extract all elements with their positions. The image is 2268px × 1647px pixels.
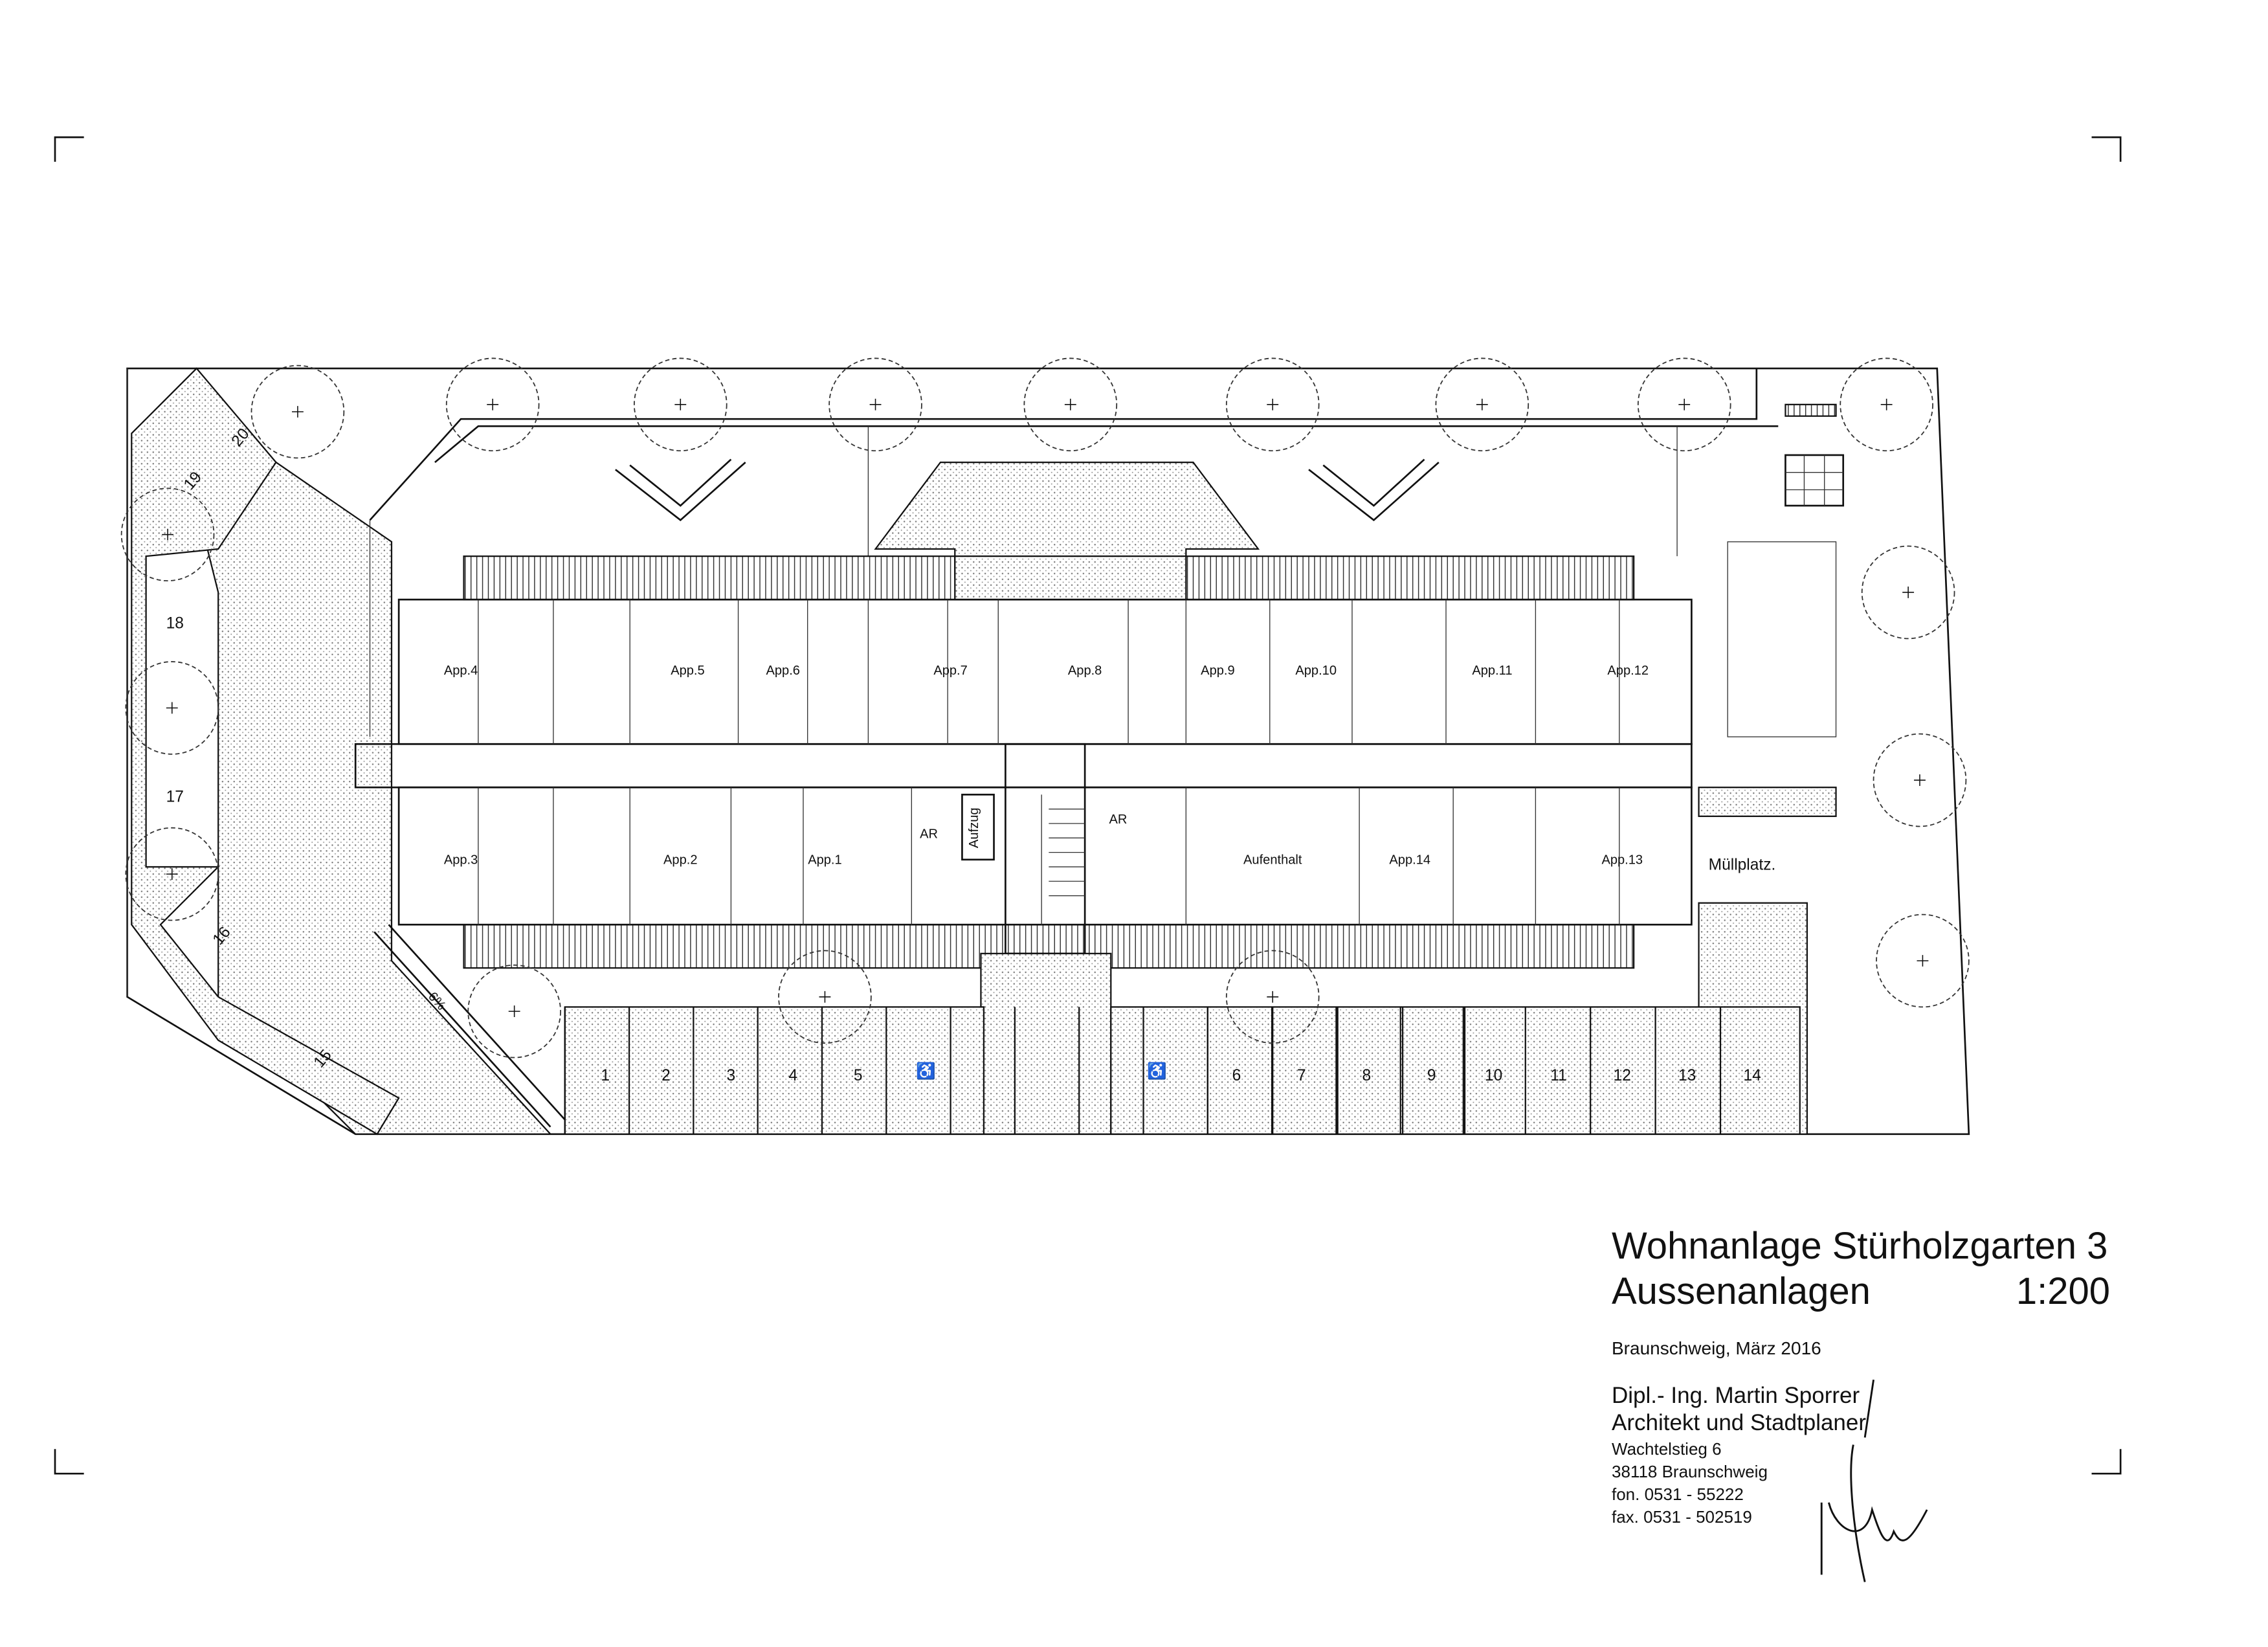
entrance-path-bottom: [980, 952, 1112, 1135]
fax: fax. 0531 - 502519: [1612, 1507, 1752, 1527]
drawing-scale: 1:200: [2016, 1270, 2110, 1312]
room-label: App.12: [1607, 664, 1649, 678]
parking-space-18: 18: [166, 615, 184, 633]
tree-icon: [1873, 733, 1967, 827]
room-label: Müllplatz.: [1709, 856, 1776, 873]
tree-icon: [125, 661, 219, 755]
tree-icon: [828, 357, 922, 452]
tree-icon: [125, 827, 219, 921]
parking-space-7: 7: [1297, 1067, 1306, 1084]
room-label: App.11: [1472, 664, 1512, 678]
parking-space-1: 1: [601, 1067, 610, 1084]
room-label: App.6: [766, 664, 799, 678]
parking-space-10: 10: [1485, 1067, 1502, 1084]
tree-icon: [445, 357, 540, 452]
parking-space-4: 4: [789, 1067, 798, 1084]
architect-profession: Architekt und Stadtplaner: [1612, 1410, 1867, 1435]
room-label: App.14: [1389, 853, 1430, 867]
tree-icon: [1637, 357, 1731, 452]
crop-marks: [54, 136, 2122, 1475]
room-label: App.4: [444, 664, 478, 678]
parking-space-3: 3: [727, 1067, 736, 1084]
architect-name: Dipl.- Ing. Martin Sporrer: [1612, 1383, 1860, 1408]
room-label: App.10: [1295, 664, 1337, 678]
tree-icon: [1225, 357, 1320, 452]
parking-space-11: 11: [1550, 1067, 1566, 1084]
room-label: AR: [1109, 812, 1127, 827]
tree-icon: [1435, 357, 1529, 452]
room-label: Aufenthalt: [1243, 853, 1302, 867]
building: [354, 555, 1693, 969]
phone: fon. 0531 - 55222: [1612, 1485, 1744, 1504]
parking-space-17: 17: [166, 789, 184, 806]
room-label: App.9: [1201, 664, 1234, 678]
parking-space-13: 13: [1678, 1067, 1696, 1084]
tree-icon: [467, 964, 561, 1059]
room-label: App.1: [808, 853, 841, 867]
parking-space-6: 6: [1232, 1067, 1241, 1084]
tree-icon: [1840, 357, 1933, 452]
room-label: App.2: [663, 853, 697, 867]
address-city: 38118 Braunschweig: [1612, 1462, 1768, 1481]
tree-icon: [1876, 913, 1970, 1008]
parking-space-9: 9: [1427, 1067, 1436, 1084]
parking-space-14: 14: [1743, 1067, 1761, 1084]
parking-space-12: 12: [1614, 1067, 1631, 1084]
parking-space-8: 8: [1362, 1067, 1371, 1084]
tree-icon: [778, 950, 872, 1044]
room-label: App.5: [671, 664, 704, 678]
room-label: App.7: [933, 664, 967, 678]
drawing-title: Aussenanlagen 1:200: [1612, 1272, 2110, 1312]
driveway-left: [188, 461, 552, 1135]
planter-left: [615, 458, 746, 522]
place-date: Braunschweig, März 2016: [1612, 1338, 1821, 1358]
project-title: Wohnanlage Stürholzgarten 3: [1612, 1225, 2108, 1267]
room-label: AR: [920, 827, 938, 841]
parking-space-2: 2: [662, 1067, 671, 1084]
tree-icon: [250, 364, 345, 459]
wheelchair-icon: ♿: [1147, 1062, 1167, 1081]
wheelchair-icon: ♿: [916, 1062, 936, 1081]
drawing-name: Aussenanlagen: [1612, 1270, 1871, 1312]
room-label: Aufzug: [967, 807, 981, 848]
tree-icon: [1225, 950, 1320, 1044]
trees: [120, 357, 1970, 1059]
signature: [1820, 1379, 1928, 1582]
room-label: App.8: [1068, 664, 1102, 678]
tree-icon: [1023, 357, 1118, 452]
parking-space-5: 5: [854, 1067, 863, 1084]
room-labels: App.1 App.2 App.3 App.4 App.5 App.6 App.7 App.8…: [444, 664, 1775, 873]
tree-icon: [120, 487, 215, 581]
room-label: App.3: [444, 853, 478, 867]
tree-icon: [633, 357, 728, 452]
tree-icon: [1861, 545, 1955, 640]
ramp: [373, 924, 566, 1128]
room-label: App.13: [1601, 853, 1643, 867]
planter-right: [1308, 458, 1440, 522]
address-street: Wachtelstieg 6: [1612, 1439, 1722, 1459]
